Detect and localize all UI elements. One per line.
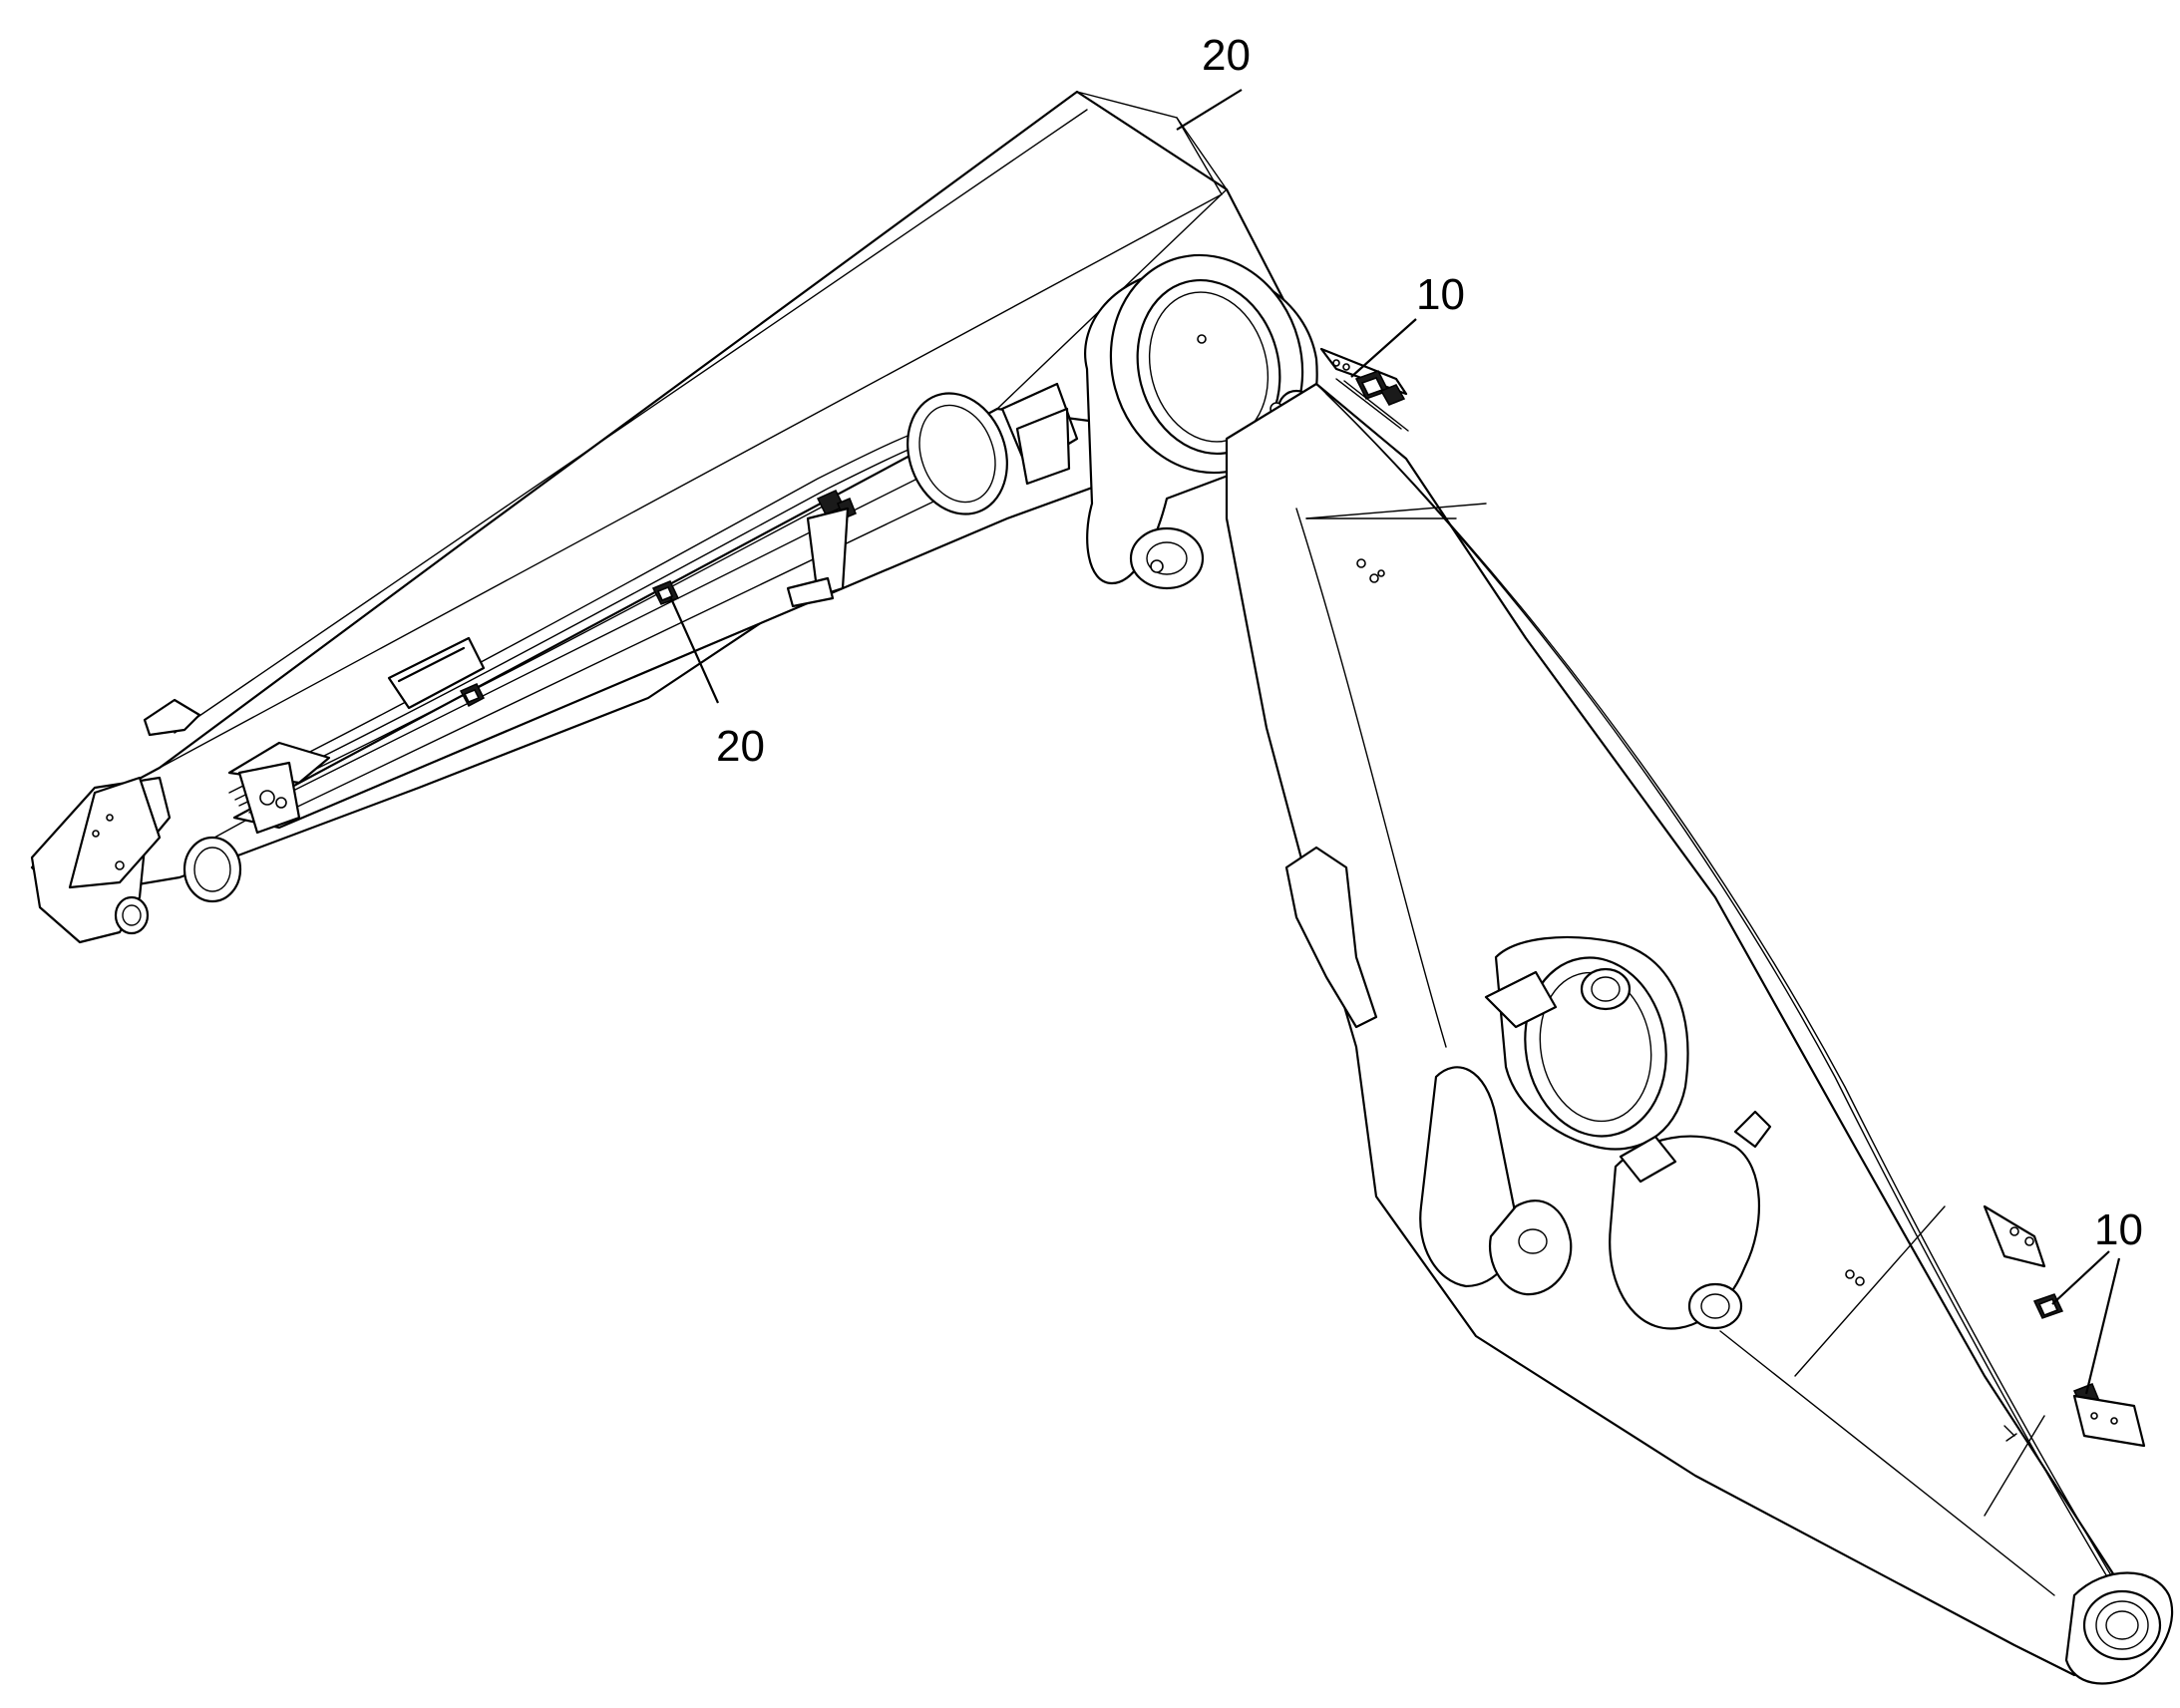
reference-annotations: 20 20 10 10 bbox=[668, 31, 2143, 1395]
leader-20-top bbox=[1176, 89, 1243, 131]
boom-structure bbox=[1225, 347, 2174, 1685]
ref-label-10-upper: 10 bbox=[1416, 270, 1465, 319]
ref-label-20-mid: 20 bbox=[716, 722, 765, 771]
leader-10-lower-a bbox=[2051, 1250, 2110, 1305]
arm-structure bbox=[30, 90, 1308, 944]
leader-10-upper bbox=[1350, 318, 1417, 378]
arm-boom-pivot bbox=[1084, 253, 1318, 590]
leader-20-mid bbox=[668, 595, 720, 704]
leader-10-lower-b bbox=[2084, 1257, 2121, 1395]
ref-label-10-lower: 10 bbox=[2094, 1205, 2143, 1254]
ref-label-20-top: 20 bbox=[1202, 31, 1251, 80]
